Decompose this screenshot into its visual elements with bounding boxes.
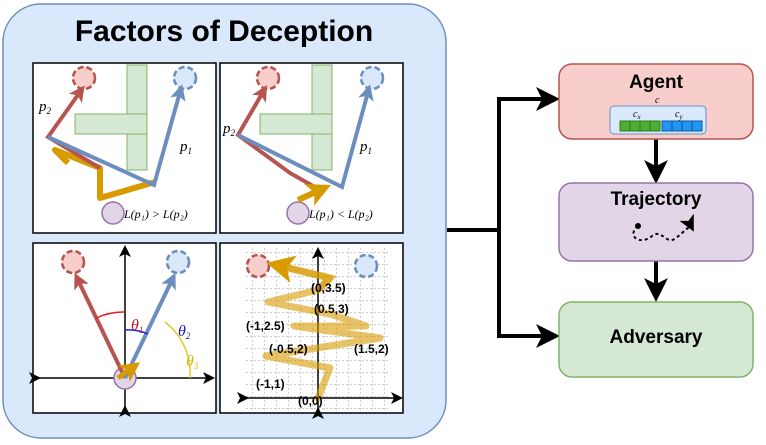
goal-red-circle xyxy=(245,253,271,279)
connector-arrows xyxy=(447,87,668,348)
adversary-box: Adversary xyxy=(558,301,754,378)
goal-blue-circle xyxy=(359,65,385,91)
svg-text:p1: p1 xyxy=(179,139,192,156)
container-title: Factors of Deception xyxy=(75,15,373,48)
coord-label: (0,0) xyxy=(298,394,323,408)
svg-text:θ2: θ2 xyxy=(178,323,191,341)
svg-text:cx: cx xyxy=(633,109,641,121)
svg-text:c: c xyxy=(655,95,660,106)
blue-path xyxy=(47,84,186,188)
trajectory-label: Trajectory xyxy=(611,189,702,210)
goal-red-circle xyxy=(71,65,97,91)
goal-blue-circle xyxy=(353,253,379,279)
adversary-label: Adversary xyxy=(610,327,703,348)
goal-red-circle xyxy=(255,65,281,91)
svg-text:p2: p2 xyxy=(38,99,52,116)
svg-text:p2: p2 xyxy=(222,121,236,138)
red-path xyxy=(235,85,321,192)
start-circle xyxy=(101,201,125,225)
trajectory-icon xyxy=(632,213,694,242)
gold-path xyxy=(296,184,331,206)
length-formula: L(p₁) > L(p₂) xyxy=(123,207,188,221)
coord-label: (0.5,3) xyxy=(314,302,349,316)
panel-length-greater: p2 p1 L(p₁) > L(p₂) xyxy=(32,62,217,234)
coord-label: (1.5,2) xyxy=(354,342,389,356)
goal-red-circle xyxy=(60,249,86,275)
svg-text:cy: cy xyxy=(675,109,683,121)
svg-text:θ1: θ1 xyxy=(131,317,143,335)
svg-text:θ3: θ3 xyxy=(186,353,199,371)
panel-grid-trajectory: (0,3.5) (0.5,3) (-1,2.5) (-0.5,2) (1.5,2… xyxy=(219,242,404,419)
coord-label: (-1,2.5) xyxy=(246,319,285,333)
coord-label: (-0.5,2) xyxy=(269,342,308,356)
start-circle xyxy=(286,201,310,225)
trajectory-box: Trajectory xyxy=(558,182,754,262)
agent-box: Agent c cx cy xyxy=(558,63,754,140)
length-formula: L(p₁) < L(p₂) xyxy=(308,207,373,221)
coord-label: (-1,1) xyxy=(256,377,285,391)
blue-path xyxy=(237,84,374,190)
coord-label: (0,3.5) xyxy=(311,281,346,295)
goal-blue-circle xyxy=(172,65,198,91)
agent-label: Agent xyxy=(629,72,684,93)
panel-length-less: p2 p1 L(p₁) < L(p₂) xyxy=(219,62,404,234)
svg-text:p1: p1 xyxy=(359,139,372,156)
panel-angles: θ1 θ2 θ3 xyxy=(29,242,217,417)
goal-blue-circle xyxy=(165,249,191,275)
